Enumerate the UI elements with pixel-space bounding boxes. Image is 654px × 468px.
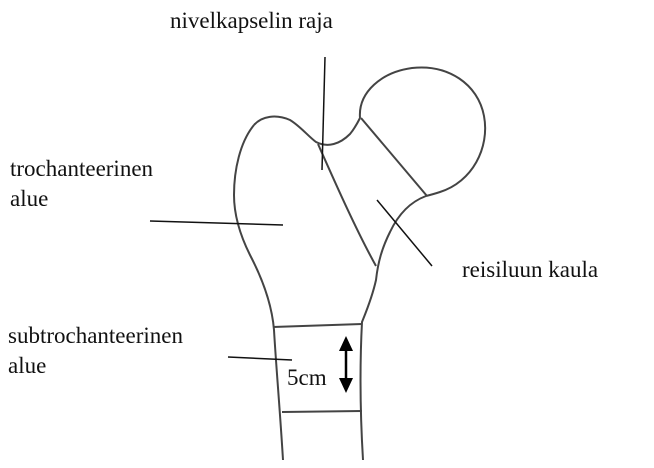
femoral-neck-label: reisiluun kaula: [462, 255, 598, 285]
trochanteric-leader-line: [150, 221, 283, 225]
femur-medial-outline: [361, 196, 426, 460]
trochanteric-region-label-line1: trochanteerinen: [10, 154, 153, 184]
femoral-head-outline: [360, 67, 485, 196]
measurement-arrow: [339, 336, 353, 393]
subtrochanteric-region-label-line1: subtrochanteerinen: [8, 321, 183, 351]
subtrochanteric-lower-boundary: [282, 411, 362, 412]
trochanteric-region-label: trochanteerinen alue: [10, 154, 153, 214]
subtrochanteric-leader-line: [228, 357, 292, 360]
capsule-leader-line: [322, 57, 325, 170]
arrow-head-down: [339, 378, 353, 393]
intertrochanteric-line: [318, 144, 376, 266]
measurement-label: 5cm: [287, 363, 327, 393]
femur-lateral-outline: [234, 125, 283, 460]
femur-upper-outline: [254, 117, 360, 145]
joint-capsule-limit-label: nivelkapselin raja: [170, 6, 333, 36]
arrow-head-up: [339, 336, 353, 351]
subtrochanteric-region-label: subtrochanteerinen alue: [8, 321, 183, 381]
trochanteric-region-label-line2: alue: [10, 184, 153, 214]
subtrochanteric-region-label-line2: alue: [8, 351, 183, 381]
subtrochanteric-upper-boundary: [273, 324, 362, 327]
head-neck-junction-line: [361, 118, 427, 196]
